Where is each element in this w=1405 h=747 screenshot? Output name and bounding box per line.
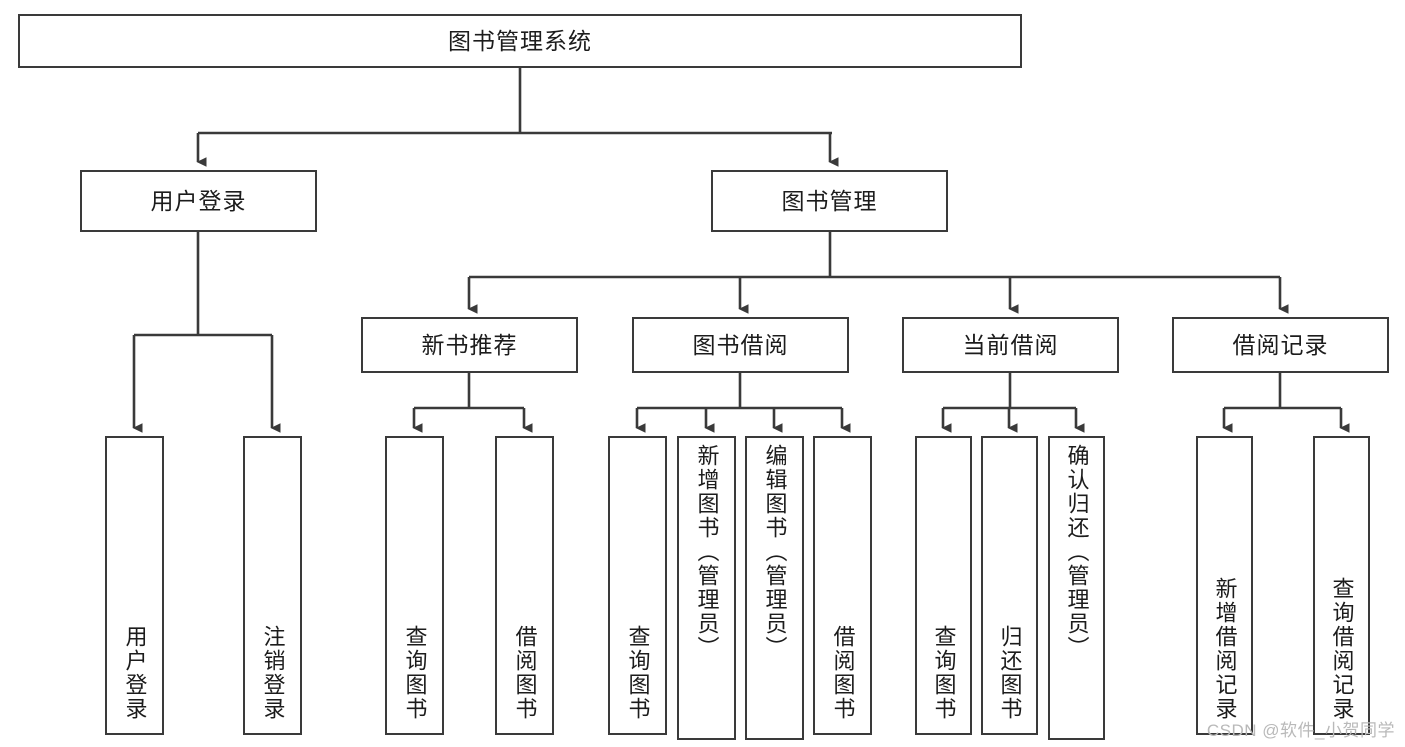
node-label: 借阅记录 (1232, 331, 1329, 358)
leaf-query-book-recommend[interactable]: 查询图书 (385, 436, 444, 735)
leaf-label: 确认归还（管理员） (1064, 444, 1090, 660)
leaf-edit-book-admin[interactable]: 编辑图书（管理员） (745, 436, 804, 740)
node-label: 当前借阅 (962, 331, 1059, 358)
leaf-add-book-admin[interactable]: 新增图书（管理员） (677, 436, 736, 740)
node-new-book-recommend[interactable]: 新书推荐 (361, 317, 578, 373)
node-user-login[interactable]: 用户登录 (80, 170, 317, 232)
leaf-borrow-book-recommend[interactable]: 借阅图书 (495, 436, 554, 735)
watermark: CSDN @软件_小贺同学 (1206, 721, 1395, 740)
node-label: 图书借阅 (692, 331, 789, 358)
node-label: 图书管理系统 (448, 27, 592, 54)
leaf-return-book[interactable]: 归还图书 (981, 436, 1038, 735)
node-label: 用户登录 (150, 187, 247, 214)
node-label: 新书推荐 (421, 331, 518, 358)
leaf-label: 编辑图书（管理员） (762, 444, 788, 660)
leaf-label: 归还图书 (997, 625, 1023, 721)
leaf-logout-login[interactable]: 注销登录 (243, 436, 302, 735)
leaf-label: 查询图书 (402, 625, 428, 721)
leaf-borrow-book[interactable]: 借阅图书 (813, 436, 872, 735)
leaf-label: 借阅图书 (512, 625, 538, 721)
node-book-management-system[interactable]: 图书管理系统 (18, 14, 1022, 68)
leaf-query-book-current[interactable]: 查询图书 (915, 436, 972, 735)
leaf-label: 查询图书 (625, 625, 651, 721)
node-book-management[interactable]: 图书管理 (711, 170, 948, 232)
node-label: 图书管理 (781, 187, 878, 214)
node-book-borrow[interactable]: 图书借阅 (632, 317, 849, 373)
leaf-user-login[interactable]: 用户登录 (105, 436, 164, 735)
leaf-query-borrow-record[interactable]: 查询借阅记录 (1313, 436, 1370, 735)
leaf-add-borrow-record[interactable]: 新增借阅记录 (1196, 436, 1253, 735)
leaf-label: 查询借阅记录 (1329, 577, 1355, 721)
leaf-label: 注销登录 (260, 625, 286, 721)
leaf-confirm-return-admin[interactable]: 确认归还（管理员） (1048, 436, 1105, 740)
leaf-label: 新增图书（管理员） (694, 444, 720, 660)
leaf-label: 查询图书 (931, 625, 957, 721)
leaf-label: 借阅图书 (830, 625, 856, 721)
leaf-label: 用户登录 (122, 625, 148, 721)
node-borrow-record[interactable]: 借阅记录 (1172, 317, 1389, 373)
leaf-query-book-borrow[interactable]: 查询图书 (608, 436, 667, 735)
node-current-borrow[interactable]: 当前借阅 (902, 317, 1119, 373)
leaf-label: 新增借阅记录 (1212, 577, 1238, 721)
